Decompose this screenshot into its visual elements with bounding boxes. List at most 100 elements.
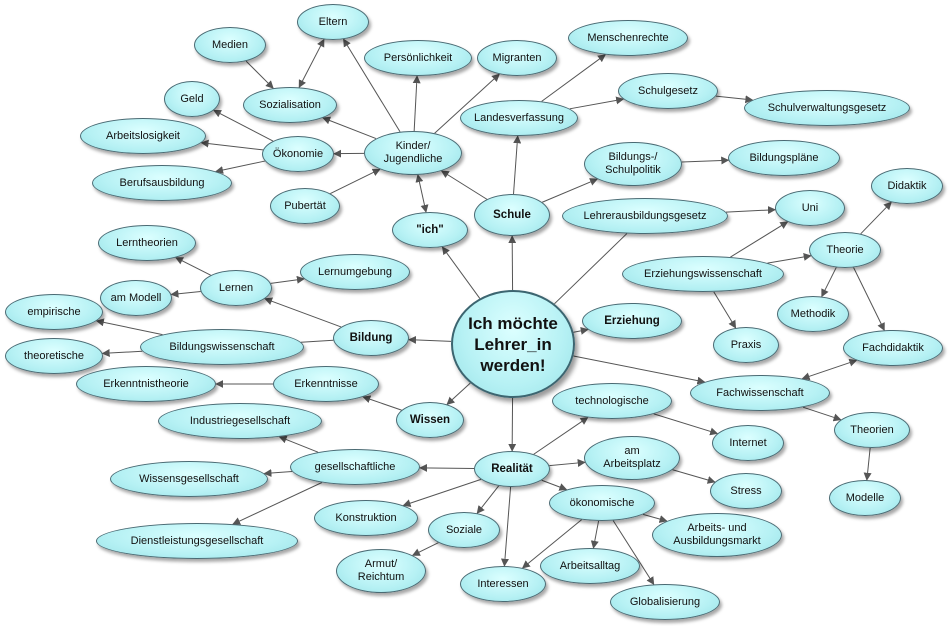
edge-bildung-bildungswissenschaft [301, 339, 334, 343]
node-sozialisation[interactable]: Sozialisation [243, 87, 337, 123]
edge-sozialisation-eltern [298, 38, 325, 89]
edge-schulgesetz-schulverwaltungsgesetz [715, 95, 754, 104]
node-praxis[interactable]: Praxis [713, 327, 779, 363]
node-modelle[interactable]: Modelle [829, 480, 901, 516]
node-ich[interactable]: "ich" [392, 212, 468, 248]
edge-theorien-modelle [863, 447, 872, 481]
node-oekonomie[interactable]: Ökonomie [262, 136, 334, 172]
node-eltern[interactable]: Eltern [297, 4, 369, 40]
node-theorien[interactable]: Theorien [834, 412, 910, 448]
node-pubertaet[interactable]: Pubertät [270, 188, 340, 224]
edge-oekonomische-interessen [521, 519, 582, 569]
edge-oekonomische-arbeitsmarkt [642, 513, 668, 523]
node-bildungspolitik[interactable]: Bildungs-/ Schulpolitik [584, 142, 682, 186]
edge-soziale-armut [411, 542, 439, 556]
node-methodik[interactable]: Methodik [777, 296, 849, 332]
node-erkenntnistheorie[interactable]: Erkenntnistheorie [76, 366, 216, 402]
node-schule[interactable]: Schule [474, 194, 550, 236]
node-armut[interactable]: Armut/ Reichtum [336, 549, 426, 593]
edge-kinder-migranten [434, 73, 500, 134]
node-menschenrechte[interactable]: Menschenrechte [568, 20, 688, 56]
node-migranten[interactable]: Migranten [477, 40, 557, 76]
node-bildungswissenschaft[interactable]: Bildungswissenschaft [140, 329, 304, 365]
edge-uni-erziehungswissenschaft [730, 221, 789, 258]
edge-lernen-lernumgebung [270, 275, 305, 284]
edge-oekonomische-globalisierung [612, 520, 655, 586]
node-internet[interactable]: Internet [712, 425, 784, 461]
node-erziehungswissenschaft[interactable]: Erziehungswissenschaft [622, 256, 784, 292]
node-bildung[interactable]: Bildung [333, 320, 409, 356]
node-bildungsplaene[interactable]: Bildungspläne [728, 140, 840, 176]
edge-technologische-internet [653, 413, 719, 436]
edge-erziehungswissenschaft-praxis [713, 291, 737, 329]
node-gesellschaftliche[interactable]: gesellschaftliche [290, 449, 420, 485]
edge-gesellschaftliche-dienstleistungsgesellschaft [232, 482, 323, 525]
edge-arbeitsplatz-stress [672, 469, 716, 484]
edge-fachdidaktik-fachwissenschaft [801, 358, 858, 381]
node-arbeitslosigkeit[interactable]: Arbeitslosigkeit [80, 118, 206, 154]
node-interessen[interactable]: Interessen [460, 566, 546, 602]
node-schulgesetz[interactable]: Schulgesetz [618, 73, 718, 109]
node-arbeitsalltag[interactable]: Arbeitsalltag [540, 548, 640, 584]
node-uni[interactable]: Uni [775, 190, 845, 226]
node-lernen[interactable]: Lernen [200, 270, 272, 306]
edge-center-wissen [446, 382, 471, 405]
edge-schule-bildungspolitik [542, 178, 599, 203]
node-industriegesellschaft[interactable]: Industriegesellschaft [158, 403, 322, 439]
node-lehrerausbildungsgesetz[interactable]: Lehrerausbildungsgesetz [562, 198, 728, 234]
edge-gesellschaftliche-wissensgesellschaft [263, 469, 293, 478]
node-center[interactable]: Ich möchte Lehrer_in werden! [451, 290, 575, 398]
edge-medien-sozialisation [245, 60, 274, 89]
edge-theorie-fachdidaktik [853, 267, 885, 331]
edge-bildung-lernen [264, 297, 342, 328]
node-didaktik[interactable]: Didaktik [871, 168, 943, 204]
node-oekonomische[interactable]: ökonomische [549, 485, 655, 521]
edge-realitaet-oekonomische [541, 479, 568, 491]
edge-bildungspolitik-bildungsplaene [681, 156, 730, 165]
node-landesverfassung[interactable]: Landesverfassung [460, 100, 578, 136]
edge-kinder-sozialisation [322, 116, 377, 140]
edge-center-fachwissenschaft [573, 355, 706, 385]
node-persoenlichkeit[interactable]: Persönlichkeit [364, 40, 472, 76]
node-arbeitsplatz[interactable]: am Arbeitsplatz [584, 436, 680, 480]
node-soziale[interactable]: Soziale [428, 512, 500, 548]
node-geld[interactable]: Geld [164, 81, 220, 117]
node-fachwissenschaft[interactable]: Fachwissenschaft [690, 375, 830, 411]
node-konstruktion[interactable]: Konstruktion [314, 500, 418, 536]
node-theorie[interactable]: Theorie [809, 232, 881, 268]
edge-landesverfassung-schulgesetz [569, 96, 625, 110]
node-erziehung[interactable]: Erziehung [582, 303, 682, 339]
node-wissen[interactable]: Wissen [396, 402, 464, 438]
node-stress[interactable]: Stress [710, 473, 782, 509]
edge-lehrerausbildungsgesetz-uni [725, 206, 776, 215]
node-schulverwaltungsgesetz[interactable]: Schulverwaltungsgesetz [744, 90, 910, 126]
edge-realitaet-gesellschaftliche [419, 463, 475, 472]
edge-pubertaet-kinder [330, 168, 381, 195]
node-lernumgebung[interactable]: Lernumgebung [300, 254, 410, 290]
node-erkenntnisse[interactable]: Erkenntnisse [273, 366, 379, 402]
edge-center-ich [441, 246, 481, 299]
edge-kinder-persoenlichkeit [412, 75, 421, 132]
node-medien[interactable]: Medien [194, 27, 266, 63]
node-lerntheorien[interactable]: Lerntheorien [98, 225, 196, 261]
node-fachdidaktik[interactable]: Fachdidaktik [843, 330, 943, 366]
node-globalisierung[interactable]: Globalisierung [610, 584, 720, 620]
node-kinder[interactable]: Kinder/ Jugendliche [364, 131, 462, 175]
node-berufsausbildung[interactable]: Berufsausbildung [92, 165, 232, 201]
node-arbeitsmarkt[interactable]: Arbeits- und Ausbildungsmarkt [652, 513, 782, 557]
node-technologische[interactable]: technologische [552, 383, 672, 419]
node-empirische[interactable]: empirische [5, 294, 103, 330]
edge-schule-landesverfassung [513, 135, 522, 195]
node-realitaet[interactable]: Realität [474, 451, 550, 487]
edge-center-lehrerausbildungsgesetz [554, 233, 628, 305]
edge-bildungswissenschaft-empirische [95, 318, 163, 336]
node-wissensgesellschaft[interactable]: Wissensgesellschaft [110, 461, 268, 497]
edge-center-bildung [408, 335, 452, 344]
node-dienstleistungsgesellschaft[interactable]: Dienstleistungsgesellschaft [96, 523, 298, 559]
node-am-modell[interactable]: am Modell [100, 280, 172, 316]
edge-realitaet-interessen [500, 486, 512, 567]
node-theoretische[interactable]: theoretische [5, 338, 103, 374]
edge-landesverfassung-menschenrechte [541, 54, 606, 102]
